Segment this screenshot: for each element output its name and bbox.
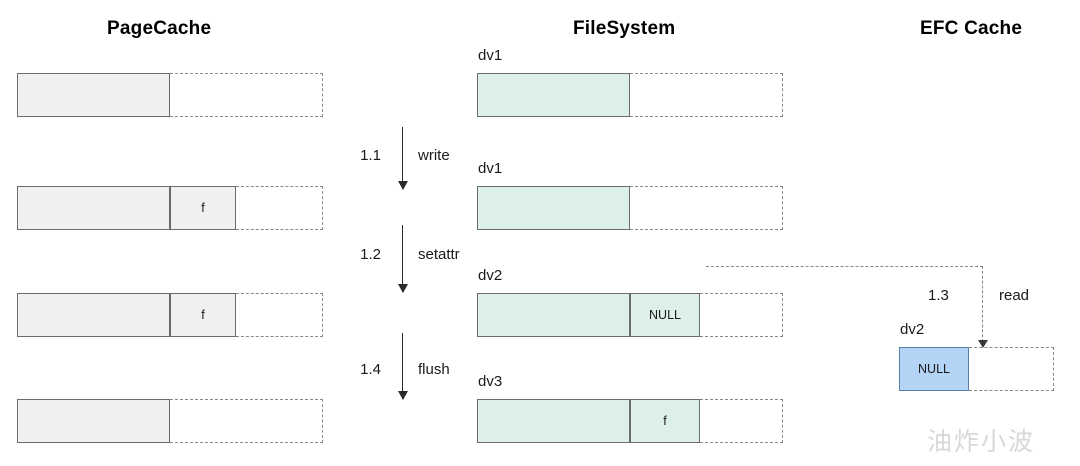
filesystem-row-2-dashed-extension bbox=[630, 186, 783, 230]
connector-operation-read: read bbox=[999, 287, 1030, 304]
pagecache-row-1-dashed-extension bbox=[170, 73, 323, 117]
flow-arrow-write bbox=[397, 127, 408, 190]
efc-cache-cell-label: NULL bbox=[918, 362, 950, 376]
pagecache-row-1-block bbox=[17, 73, 170, 117]
filesystem-row-2-version-label: dv1 bbox=[478, 160, 503, 177]
pagecache-row-2-cell: f bbox=[170, 186, 236, 230]
column-header-pagecache: PageCache bbox=[107, 18, 212, 39]
filesystem-row-3-dashed-extension bbox=[700, 293, 783, 337]
efc-cache-dashed-extension bbox=[969, 347, 1054, 391]
step-number-1-4: 1.4 bbox=[360, 361, 381, 378]
step-operation-flush: flush bbox=[418, 361, 450, 378]
filesystem-row-4-dashed-extension bbox=[700, 399, 783, 443]
filesystem-row-3-version-label: dv2 bbox=[478, 267, 503, 284]
pagecache-row-3-dashed-extension bbox=[236, 293, 323, 337]
pagecache-row-4-block bbox=[17, 399, 170, 443]
column-header-efc-cache: EFC Cache bbox=[920, 18, 1023, 39]
filesystem-row-4-cell: f bbox=[630, 399, 700, 443]
pagecache-row-2-dashed-extension bbox=[236, 186, 323, 230]
pagecache-row-2-block bbox=[17, 186, 170, 230]
efc-cache-version-label: dv2 bbox=[900, 321, 925, 338]
pagecache-row-3-cell: f bbox=[170, 293, 236, 337]
pagecache-row-4-dashed-extension bbox=[170, 399, 323, 443]
filesystem-row-4-cell-label: f bbox=[663, 414, 667, 428]
filesystem-row-3-block bbox=[477, 293, 630, 337]
step-number-1-1: 1.1 bbox=[360, 147, 381, 164]
filesystem-row-3-cell: NULL bbox=[630, 293, 700, 337]
filesystem-row-1-dashed-extension bbox=[630, 73, 783, 117]
pagecache-row-3-cell-label: f bbox=[201, 308, 205, 322]
step-number-1-2: 1.2 bbox=[360, 246, 381, 263]
column-header-filesystem: FileSystem bbox=[573, 18, 676, 39]
pagecache-row-2-cell-label: f bbox=[201, 201, 205, 215]
read-connector-horizontal-segment bbox=[706, 266, 983, 267]
connector-step-number-1-3: 1.3 bbox=[928, 287, 949, 304]
efc-cache-block: NULL bbox=[899, 347, 969, 391]
filesystem-row-4-version-label: dv3 bbox=[478, 373, 503, 390]
filesystem-row-1-block bbox=[477, 73, 630, 117]
read-connector-vertical-arrow bbox=[978, 266, 988, 348]
watermark-text: 油炸小波 bbox=[927, 427, 1036, 456]
flow-arrow-setattr bbox=[397, 225, 408, 293]
filesystem-row-4-block bbox=[477, 399, 630, 443]
step-operation-write: write bbox=[418, 147, 450, 164]
filesystem-row-1-version-label: dv1 bbox=[478, 47, 503, 64]
filesystem-row-2-block bbox=[477, 186, 630, 230]
pagecache-row-3-block bbox=[17, 293, 170, 337]
filesystem-row-3-cell-label: NULL bbox=[649, 308, 681, 322]
step-operation-setattr: setattr bbox=[418, 246, 460, 263]
flow-arrow-flush bbox=[397, 333, 408, 400]
